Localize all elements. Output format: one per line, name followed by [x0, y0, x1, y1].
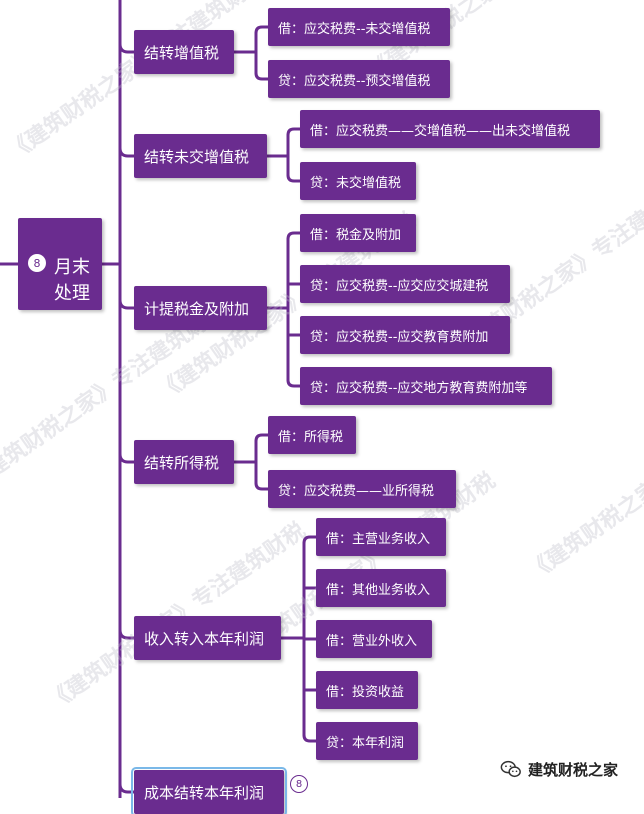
entry-label: 贷：应交税费--预交增值税: [278, 73, 431, 89]
root-node-month-end[interactable]: 8 月末 处理: [18, 218, 102, 310]
root-label-line1: 月末: [54, 257, 90, 278]
branch-node-5[interactable]: 收入转入本年利润: [134, 616, 281, 660]
entry-label: 贷：本年利润: [326, 735, 405, 751]
branch-node-4[interactable]: 结转所得税: [134, 440, 234, 484]
entry-label: 借：税金及附加: [310, 227, 402, 243]
entry-node[interactable]: 借：税金及附加: [300, 214, 416, 252]
entry-label: 借：应交税费——交增值税——出未交增值税: [310, 123, 571, 139]
entry-node[interactable]: 借：应交税费--未交增值税: [268, 8, 450, 46]
entry-node[interactable]: 借：其他业务收入: [316, 569, 446, 607]
wechat-icon: [500, 760, 521, 778]
branch-label: 结转所得税: [144, 453, 220, 472]
branch-label: 收入转入本年利润: [144, 629, 265, 648]
entry-node[interactable]: 借：投资收益: [316, 671, 418, 709]
entry-node[interactable]: 贷：应交税费--应交地方教育费附加等: [300, 367, 552, 405]
entry-label: 借：其他业务收入: [326, 582, 431, 598]
entry-node[interactable]: 贷：应交税费--应交应交城建税: [300, 265, 510, 303]
entry-label: 借：投资收益: [326, 684, 405, 700]
collapse-count-badge[interactable]: 8: [28, 254, 46, 272]
entry-node[interactable]: 借：主营业务收入: [316, 518, 446, 556]
branch-label: 结转增值税: [144, 43, 220, 62]
branch-node-3[interactable]: 计提税金及附加: [134, 286, 267, 330]
entry-node[interactable]: 贷：本年利润: [316, 722, 418, 760]
collapse-count-badge[interactable]: 8: [290, 775, 308, 793]
entry-label: 借：营业外收入: [326, 633, 418, 649]
entry-label: 借：所得税: [278, 429, 344, 445]
entry-node[interactable]: 借：营业外收入: [316, 620, 432, 658]
root-label-line2: 处理: [54, 283, 90, 304]
branch-node-1[interactable]: 结转增值税: [134, 30, 234, 74]
entry-label: 贷：应交税费--应交教育费附加: [310, 329, 489, 345]
entry-label: 借：主营业务收入: [326, 531, 431, 547]
entry-node[interactable]: 贷：应交税费——业所得税: [268, 470, 456, 508]
entry-label: 贷：应交税费--应交应交城建税: [310, 278, 489, 294]
entry-label: 借：应交税费--未交增值税: [278, 21, 431, 37]
entry-node[interactable]: 借：所得税: [268, 416, 356, 454]
entry-label: 贷：应交税费——业所得税: [278, 483, 435, 499]
entry-label: 贷：未交增值税: [310, 175, 402, 191]
branch-node-2[interactable]: 结转未交增值税: [134, 134, 267, 178]
entry-node[interactable]: 贷：应交税费--应交教育费附加: [300, 316, 510, 354]
entry-node[interactable]: 贷：未交增值税: [300, 162, 416, 200]
branch-label: 结转未交增值税: [144, 147, 250, 166]
entry-node[interactable]: 借：应交税费——交增值税——出未交增值税: [300, 110, 600, 148]
entry-node[interactable]: 贷：应交税费--预交增值税: [268, 60, 450, 98]
branch-label: 计提税金及附加: [144, 299, 250, 318]
brand-watermark: 建筑财税之家: [500, 758, 618, 780]
branch-node-6[interactable]: 成本结转本年利润: [131, 767, 287, 814]
brand-name: 建筑财税之家: [528, 760, 619, 779]
entry-label: 贷：应交税费--应交地方教育费附加等: [310, 380, 528, 396]
branch-label: 成本结转本年利润: [144, 783, 265, 802]
